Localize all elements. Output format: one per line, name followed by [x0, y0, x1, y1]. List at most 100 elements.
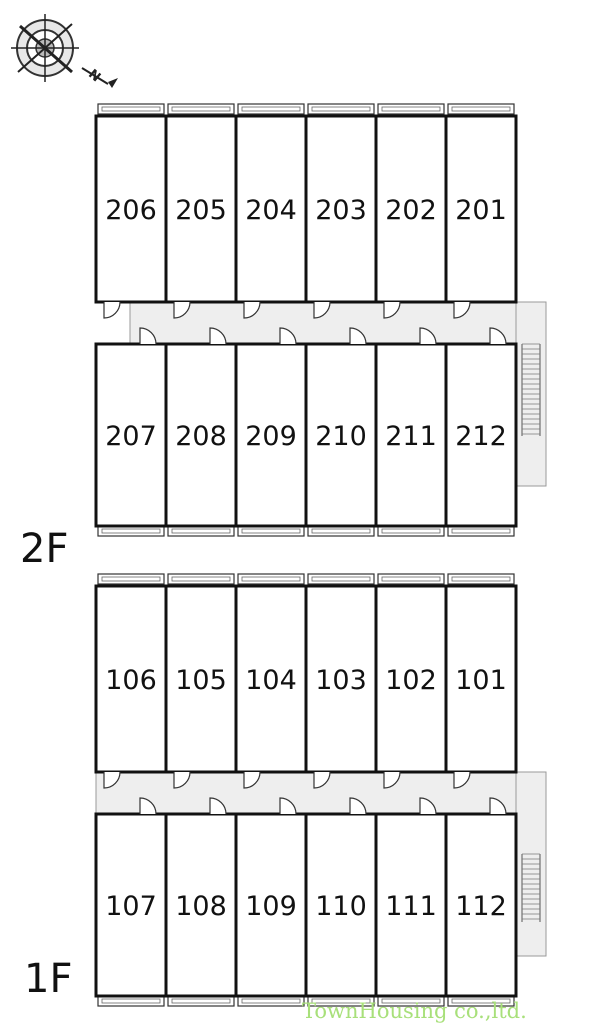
room-204: 204	[234, 103, 308, 319]
room-outline	[94, 114, 168, 304]
room-107: 107	[94, 797, 168, 1007]
room-105: 105	[164, 573, 238, 789]
room-203: 203	[304, 103, 378, 319]
room-104: 104	[234, 573, 308, 789]
door-swing-icon	[349, 327, 367, 345]
room-106: 106	[94, 573, 168, 789]
door-swing-icon	[279, 327, 297, 345]
floor-2f: 206 205 204 203 202 201 207 208 209 210 211 212	[94, 103, 547, 537]
room-208: 208	[164, 327, 238, 537]
door-swing-icon	[209, 327, 227, 345]
room-201: 201	[444, 103, 518, 319]
door-swing-icon	[173, 771, 191, 789]
floor-label-1f: 1F	[24, 956, 72, 1002]
door-swing-icon	[139, 797, 157, 815]
room-103: 103	[304, 573, 378, 789]
room-110: 110	[304, 797, 378, 1007]
door-swing-icon	[349, 797, 367, 815]
door-swing-icon	[103, 771, 121, 789]
room-109: 109	[234, 797, 308, 1007]
room-label: 212	[455, 421, 507, 452]
room-outline	[444, 342, 518, 528]
staircase	[521, 343, 541, 436]
room-outline	[94, 342, 168, 528]
door-swing-icon	[139, 327, 157, 345]
door-swing-icon	[209, 797, 227, 815]
room-label: 109	[245, 891, 297, 922]
room-outline	[374, 114, 448, 304]
room-label: 202	[385, 195, 437, 226]
door-swing-icon	[489, 327, 507, 345]
room-outline	[94, 812, 168, 998]
room-label: 108	[175, 891, 227, 922]
room-outline	[444, 812, 518, 998]
door-swing-icon	[173, 301, 191, 319]
room-label: 101	[455, 665, 507, 696]
room-outline	[444, 584, 518, 774]
room-label: 106	[105, 665, 157, 696]
room-label: 209	[245, 421, 297, 452]
room-outline	[234, 342, 308, 528]
room-outline	[444, 114, 518, 304]
room-outline	[234, 584, 308, 774]
room-209: 209	[234, 327, 308, 537]
room-label: 201	[455, 195, 507, 226]
room-outline	[374, 584, 448, 774]
door-swing-icon	[103, 301, 121, 319]
room-111: 111	[374, 797, 448, 1007]
room-outline	[164, 584, 238, 774]
room-label: 211	[385, 421, 437, 452]
room-label: 107	[105, 891, 157, 922]
door-swing-icon	[243, 301, 261, 319]
door-swing-icon	[489, 797, 507, 815]
room-label: 208	[175, 421, 227, 452]
corridor	[129, 301, 547, 345]
room-112: 112	[444, 797, 518, 1007]
room-108: 108	[164, 797, 238, 1007]
room-label: 210	[315, 421, 367, 452]
room-label: 110	[315, 891, 367, 922]
room-label: 103	[315, 665, 367, 696]
room-205: 205	[164, 103, 238, 319]
door-swing-icon	[279, 797, 297, 815]
room-outline	[304, 812, 378, 998]
room-outline	[304, 342, 378, 528]
room-label: 207	[105, 421, 157, 452]
door-swing-icon	[383, 301, 401, 319]
room-207: 207	[94, 327, 168, 537]
staircase	[521, 853, 541, 922]
compass-icon: N	[11, 14, 118, 88]
room-102: 102	[374, 573, 448, 789]
floor-label-2f: 2F	[20, 526, 68, 572]
door-swing-icon	[419, 327, 437, 345]
room-outline	[374, 342, 448, 528]
room-label: 205	[175, 195, 227, 226]
room-outline	[164, 812, 238, 998]
room-label: 204	[245, 195, 297, 226]
room-label: 203	[315, 195, 367, 226]
door-swing-icon	[243, 771, 261, 789]
door-swing-icon	[419, 797, 437, 815]
room-outline	[234, 114, 308, 304]
door-swing-icon	[313, 301, 331, 319]
room-outline	[374, 812, 448, 998]
room-label: 206	[105, 195, 157, 226]
door-swing-icon	[453, 301, 471, 319]
door-swing-icon	[383, 771, 401, 789]
door-swing-icon	[313, 771, 331, 789]
room-outline	[304, 584, 378, 774]
room-212: 212	[444, 327, 518, 537]
room-210: 210	[304, 327, 378, 537]
room-206: 206	[94, 103, 168, 319]
room-label: 105	[175, 665, 227, 696]
room-101: 101	[444, 573, 518, 789]
room-outline	[234, 812, 308, 998]
watermark-text: TownHousing co.,ltd.	[302, 999, 527, 1023]
room-202: 202	[374, 103, 448, 319]
door-swing-icon	[453, 771, 471, 789]
room-label: 104	[245, 665, 297, 696]
room-211: 211	[374, 327, 448, 537]
room-label: 112	[455, 891, 507, 922]
